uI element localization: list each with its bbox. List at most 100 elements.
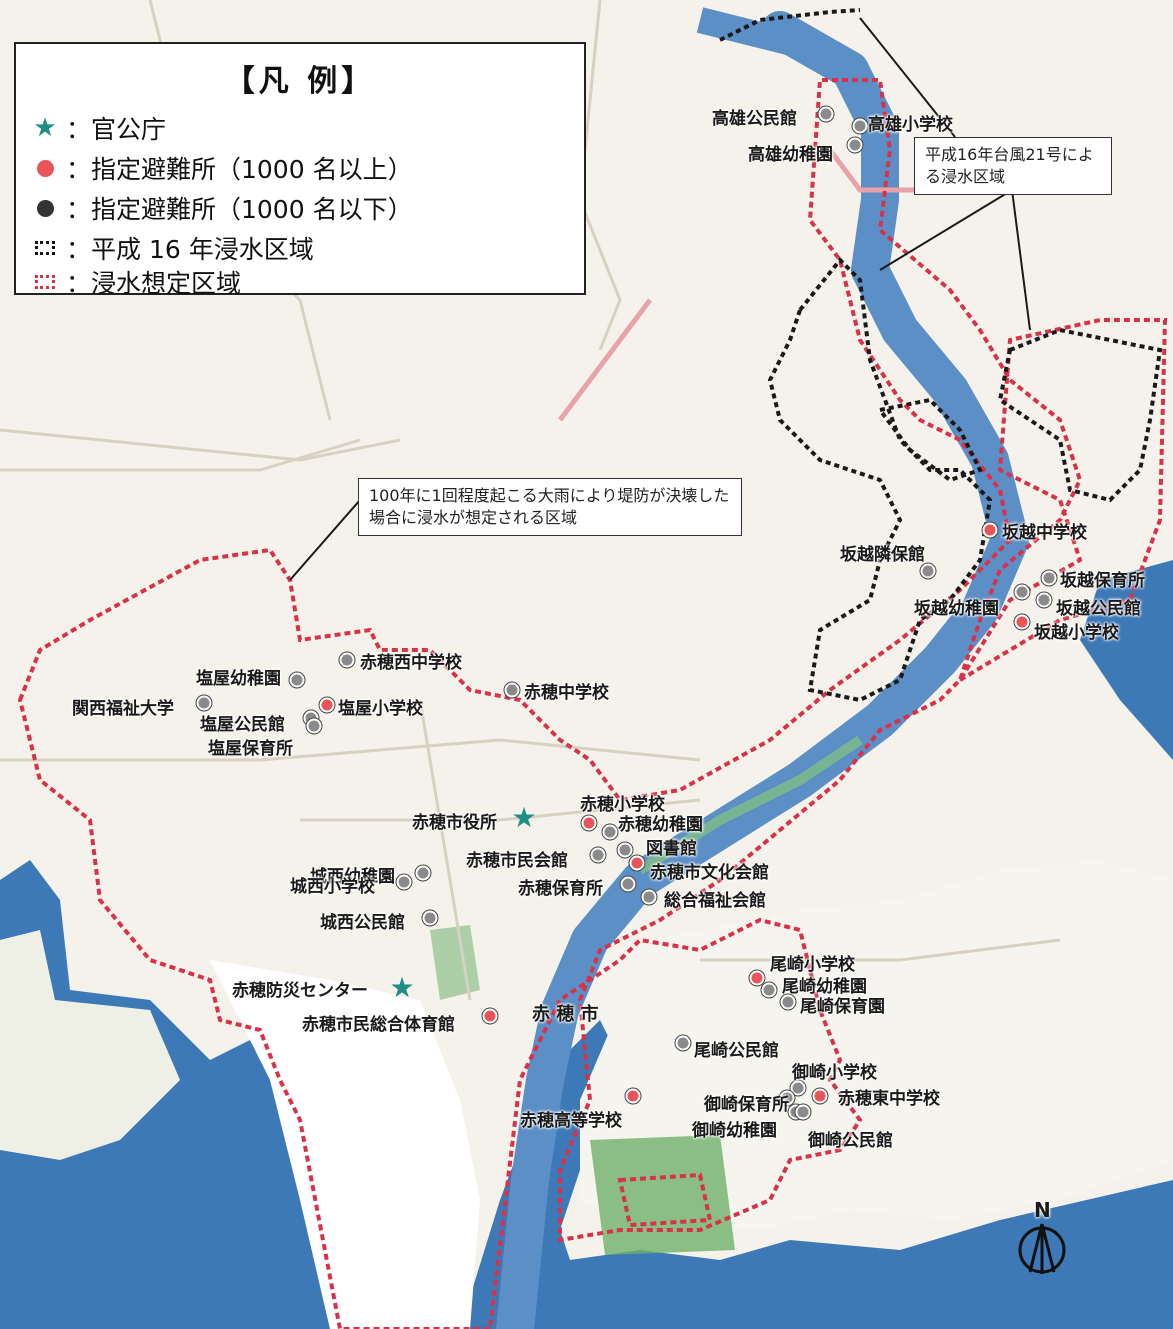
black-dot-icon [32, 195, 58, 221]
pink-road [558, 298, 652, 422]
small-shelter-marker [780, 994, 796, 1010]
small-shelter-marker [590, 847, 606, 863]
small-shelter-marker [306, 718, 322, 734]
small-shelter-marker [920, 563, 936, 579]
small-shelter-marker [415, 865, 431, 881]
small-shelter-marker [339, 652, 355, 668]
castle-park [590, 1135, 735, 1255]
place-label: 赤穂市文化会館 [650, 863, 769, 883]
north-arrow-graphic [1018, 1223, 1066, 1274]
place-label: 坂越隣保館 [840, 545, 925, 565]
city-label: 赤 穂 市 [532, 1004, 599, 1025]
place-label: 坂越幼稚園 [914, 599, 999, 619]
black-dotted-box-icon [32, 235, 58, 261]
legend-item-h16-flood: ：平成 16 年浸水区域 [32, 230, 314, 266]
place-label: 城西公民館 [320, 913, 405, 933]
large-shelter-marker [625, 1088, 641, 1104]
chikusa-river-top [696, 7, 804, 58]
place-label: 城西幼稚園 [310, 867, 395, 887]
office-star-icon: ★ [389, 971, 415, 1004]
small-shelter-marker [818, 106, 834, 122]
place-label: 赤穂保育所 [518, 879, 603, 899]
small-shelter-marker [779, 1090, 795, 1106]
place-label: 塩屋小学校 [338, 699, 423, 719]
large-shelter-marker [482, 1008, 498, 1024]
small-shelter-marker [847, 137, 863, 153]
flood-assumed-callout: 100年に1回程度起こる大雨により堤防が決壊した場合に浸水が想定される区域 [358, 478, 742, 536]
legend-item-office: ★ ：官公庁 [32, 110, 166, 146]
place-label: 御崎公民館 [808, 1131, 893, 1151]
small-shelter-marker [196, 695, 212, 711]
flood-assumed-area [17, 78, 1168, 1329]
place-label: 塩屋保育所 [208, 739, 293, 759]
place-label: 総合福祉会館 [664, 891, 766, 911]
small-shelter-marker [675, 1035, 691, 1051]
h16-flood-area [719, 8, 1163, 703]
place-label: 赤穂高等学校 [520, 1111, 622, 1131]
riverbank-green [637, 735, 863, 875]
small-shelter-marker [422, 910, 438, 926]
small-shelter-marker [641, 889, 657, 905]
place-label: 塩屋公民館 [200, 715, 285, 735]
legend-title: 【凡 例】 [224, 64, 376, 99]
place-label: 赤穂市民総合体育館 [302, 1015, 455, 1035]
land-reclaimed [210, 960, 480, 1329]
place-label: 尾崎幼稚園 [782, 977, 867, 997]
large-shelter-marker [1014, 614, 1030, 630]
small-shelter-marker [396, 874, 412, 890]
large-shelter-marker [812, 1088, 828, 1104]
place-label: 塩屋幼稚園 [196, 669, 281, 689]
small-shelter-marker [761, 982, 777, 998]
place-label: 坂越中学校 [1002, 523, 1087, 543]
place-label: 赤穂市役所 [412, 813, 497, 833]
place-label: 坂越小学校 [1034, 623, 1119, 643]
legend-item-flood-assumed: ：浸水想定区域 [32, 264, 241, 300]
place-label: 高雄幼稚園 [748, 145, 833, 165]
place-label: 御崎保育所 [704, 1095, 789, 1115]
typhoon-callout: 平成16年台風21号による浸水区域 [914, 137, 1112, 195]
red-dot-icon [32, 155, 58, 181]
callout-leaders [289, 17, 1031, 581]
small-shelter-marker [1036, 592, 1052, 608]
place-label: 赤穂西中学校 [360, 653, 462, 673]
place-label: 高雄小学校 [868, 115, 953, 135]
place-label: 尾崎公民館 [694, 1041, 779, 1061]
legend-item-label: ：指定避難所（1000 名以上） [66, 155, 413, 184]
office-star-icon: ★ [511, 801, 537, 834]
place-label: 赤穂防災センター [232, 981, 368, 1001]
place-label: 赤穂中学校 [524, 683, 609, 703]
land-west-bay [0, 930, 180, 1160]
legend-item-label: ：平成 16 年浸水区域 [66, 235, 314, 264]
place-label: 赤穂東中学校 [838, 1089, 940, 1109]
large-shelter-marker [581, 815, 597, 831]
place-label: 尾崎保育園 [800, 997, 885, 1017]
legend-item-label: ：指定避難所（1000 名以下） [66, 195, 413, 224]
large-shelter-marker [629, 855, 645, 871]
small-shelter-marker [790, 1080, 806, 1096]
place-label: 高雄公民館 [712, 109, 797, 129]
legend-item-large-shelter: ：指定避難所（1000 名以上） [32, 150, 413, 186]
place-label: 関西福祉大学 [72, 699, 174, 719]
place-label: 御崎幼稚園 [692, 1121, 777, 1141]
small-shelter-marker [602, 824, 618, 840]
red-dotted-box-icon [32, 269, 58, 295]
small-shelter-marker [1041, 570, 1057, 586]
place-label: 赤穂幼稚園 [618, 815, 703, 835]
small-shelter-marker [795, 1104, 811, 1120]
legend-item-label: ：浸水想定区域 [66, 269, 242, 298]
place-label: 赤穂市民会館 [466, 851, 568, 871]
large-shelter-marker [319, 697, 335, 713]
place-label: 赤穂小学校 [580, 795, 665, 815]
small-shelter-marker [852, 118, 868, 134]
place-label: 坂越保育所 [1060, 571, 1145, 591]
large-shelter-marker [982, 522, 998, 538]
star-icon: ★ [33, 113, 57, 143]
place-label: 坂越公民館 [1056, 599, 1141, 619]
legend-item-label: ：官公庁 [66, 115, 167, 144]
place-label: 図書館 [646, 839, 697, 859]
small-shelter-marker [504, 682, 520, 698]
sea-east [1080, 560, 1173, 760]
legend-box: 【凡 例】 ★ ：官公庁 ：指定避難所（1000 名以上） ：指定避難所（100… [14, 42, 586, 298]
north-label: N [1034, 1198, 1051, 1222]
